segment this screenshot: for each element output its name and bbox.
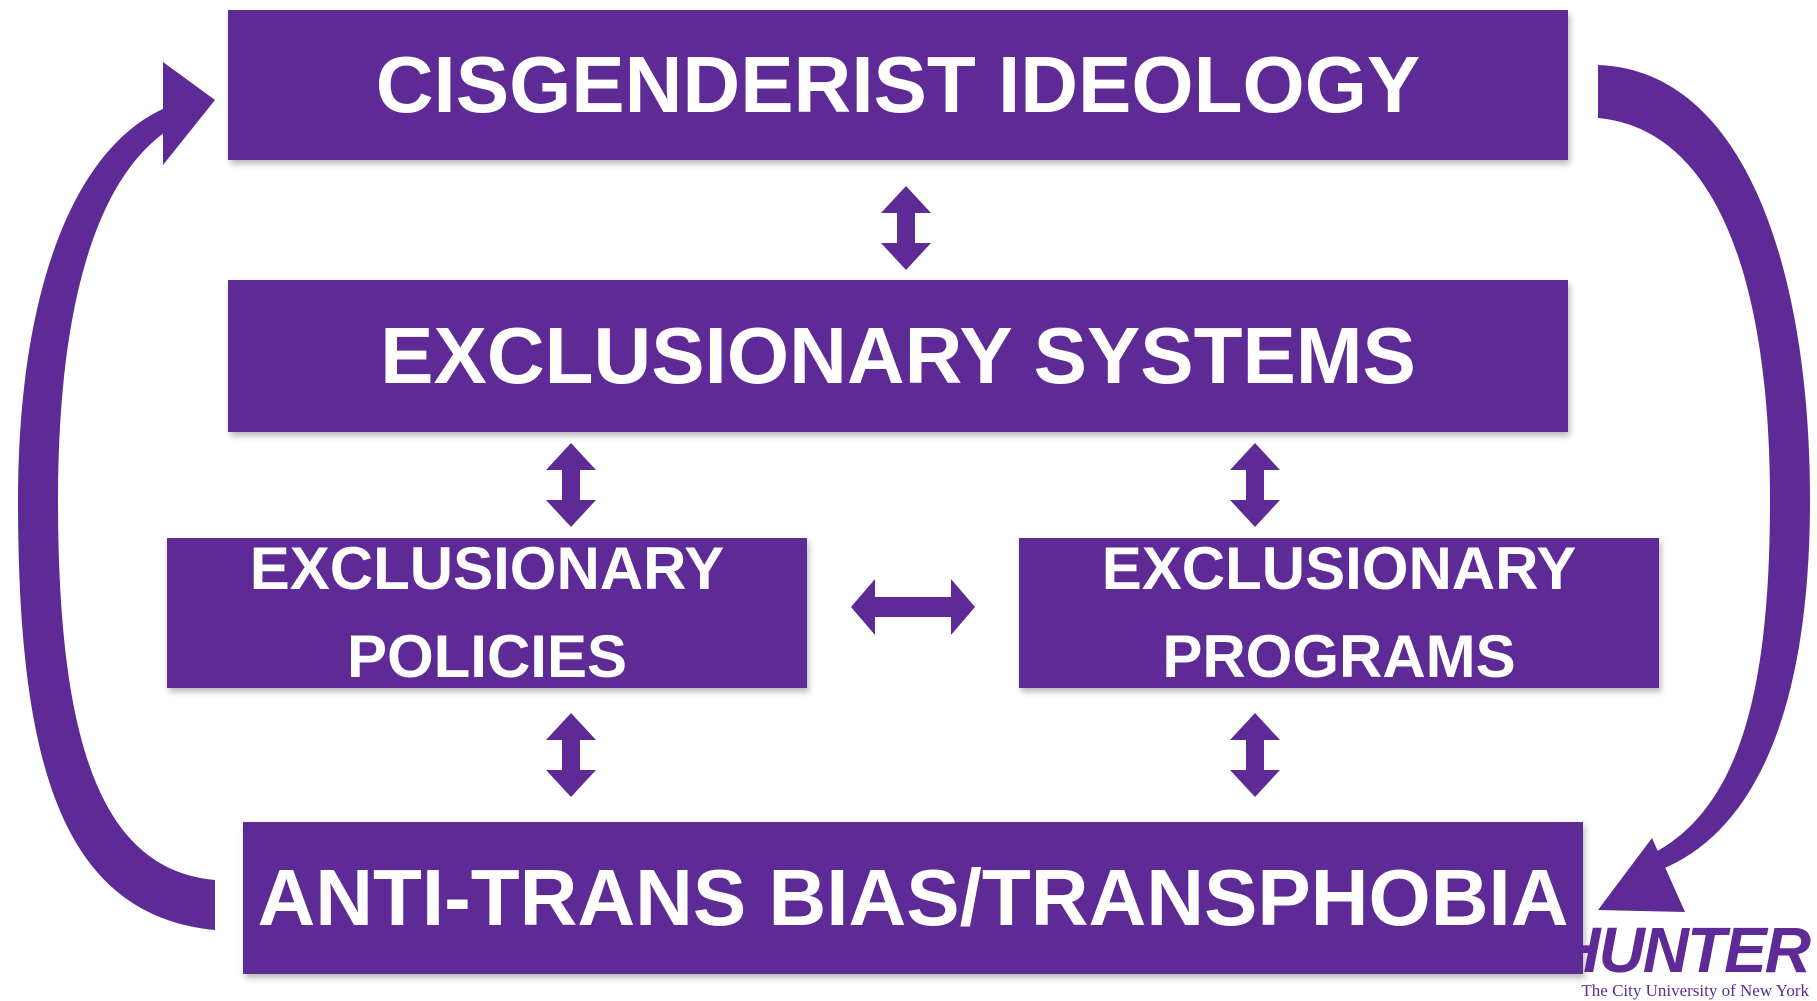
double-arrow-vertical-icon: [1230, 443, 1280, 527]
box-label-line2: POLICIES: [346, 623, 628, 690]
box-label-line2: PROGRAMS: [1162, 623, 1516, 690]
double-arrow-vertical-icon: [1230, 713, 1280, 797]
exclusionary-systems-box: EXCLUSIONARY SYSTEMS: [228, 280, 1568, 432]
double-arrow-vertical-icon: [546, 443, 596, 527]
box-label-line1: EXCLUSIONARY: [1101, 535, 1577, 602]
double-arrow-horizontal-icon: [851, 579, 975, 635]
double-arrow-vertical-icon: [546, 713, 596, 797]
exclusionary-programs-box: EXCLUSIONARY PROGRAMS: [1019, 535, 1659, 690]
anti-trans-bias-box: ANTI-TRANS BIAS/TRANSPHOBIA: [243, 822, 1583, 974]
box-label: CISGENDERIST IDEOLOGY: [375, 40, 1421, 129]
logo-wordmark: HUNTER: [1554, 914, 1811, 986]
box-label: EXCLUSIONARY SYSTEMS: [380, 311, 1416, 400]
cisgenderist-ideology-box: CISGENDERIST IDEOLOGY: [228, 10, 1568, 160]
box-label-line1: EXCLUSIONARY: [249, 535, 725, 602]
logo-subtitle: The City University of New York: [1581, 981, 1809, 1000]
hunter-logo: HUNTER The City University of New York: [1540, 914, 1817, 1001]
box-label: ANTI-TRANS BIAS/TRANSPHOBIA: [257, 853, 1569, 942]
curved-arrow-icon: [18, 62, 215, 930]
double-arrow-vertical-icon: [881, 186, 931, 270]
exclusionary-policies-box: EXCLUSIONARY POLICIES: [167, 535, 807, 690]
curved-arrow-icon: [1598, 65, 1810, 912]
